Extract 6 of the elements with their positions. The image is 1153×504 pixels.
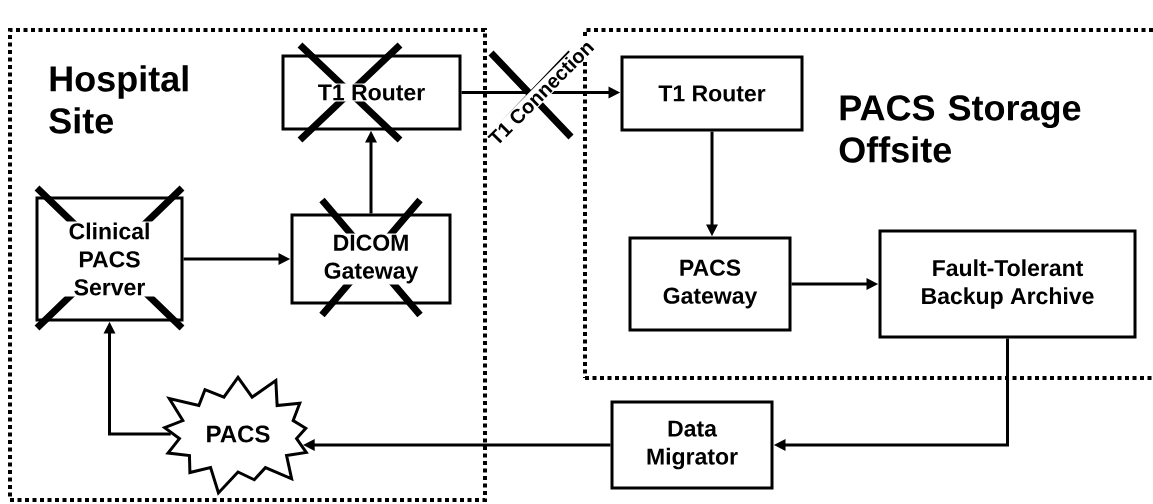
process-box: DICOM Gateway: [290, 196, 452, 319]
process-box: Data Migrator: [610, 400, 774, 490]
process-box: T1 Router: [620, 55, 804, 132]
process-box: PACS Gateway: [628, 236, 792, 332]
process-box: Fault-Tolerant Backup Archive: [878, 229, 1137, 339]
process-box: T1 Router: [281, 41, 462, 144]
